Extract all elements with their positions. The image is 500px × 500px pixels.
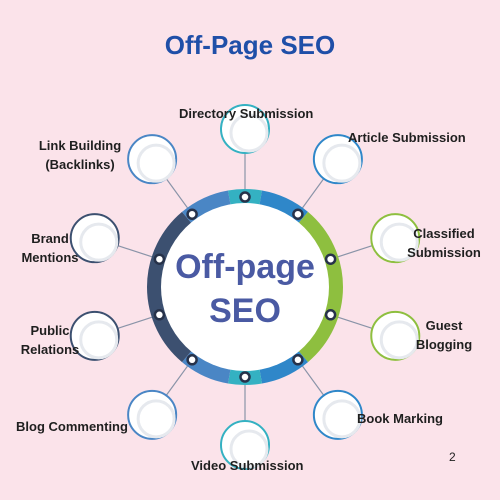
page-number: 2	[449, 450, 456, 464]
item-bubble	[127, 134, 178, 185]
ring-node	[153, 309, 166, 321]
ring-node	[186, 354, 198, 366]
item-label: Book Marking	[357, 411, 443, 426]
item-bubble	[370, 310, 421, 361]
center-label-line1: Off-page	[175, 248, 315, 286]
item-label: Blog Commenting	[16, 419, 128, 434]
ring-node	[239, 191, 251, 203]
item-bubble	[69, 310, 120, 361]
item-bubble	[69, 213, 120, 264]
center-label-line2: SEO	[209, 292, 281, 330]
center-circle	[161, 203, 329, 371]
ring-node	[153, 253, 166, 265]
item-bubble	[312, 389, 363, 440]
ring-node	[239, 371, 251, 383]
ring-node	[292, 208, 304, 220]
ring-segment	[297, 211, 343, 288]
ring-node	[324, 309, 337, 321]
ring-segment	[147, 211, 193, 363]
ring-segment	[297, 286, 343, 363]
item-label: Video Submission	[191, 458, 304, 473]
ring-node	[324, 253, 337, 265]
item-bubble	[127, 389, 178, 440]
item-bubble	[312, 134, 363, 185]
item-label: Directory Submission	[179, 106, 314, 121]
ring-node	[292, 354, 304, 366]
item-label: Article Submission	[348, 130, 466, 145]
item-bubble	[220, 104, 270, 154]
item-bubble	[370, 213, 421, 264]
ring-node	[186, 208, 198, 220]
page-title: Off-Page SEO	[164, 30, 336, 60]
item-bubble	[220, 420, 270, 470]
center-label: Off-page SEO	[150, 245, 340, 333]
item-label: Link Building(Backlinks)	[38, 138, 122, 172]
